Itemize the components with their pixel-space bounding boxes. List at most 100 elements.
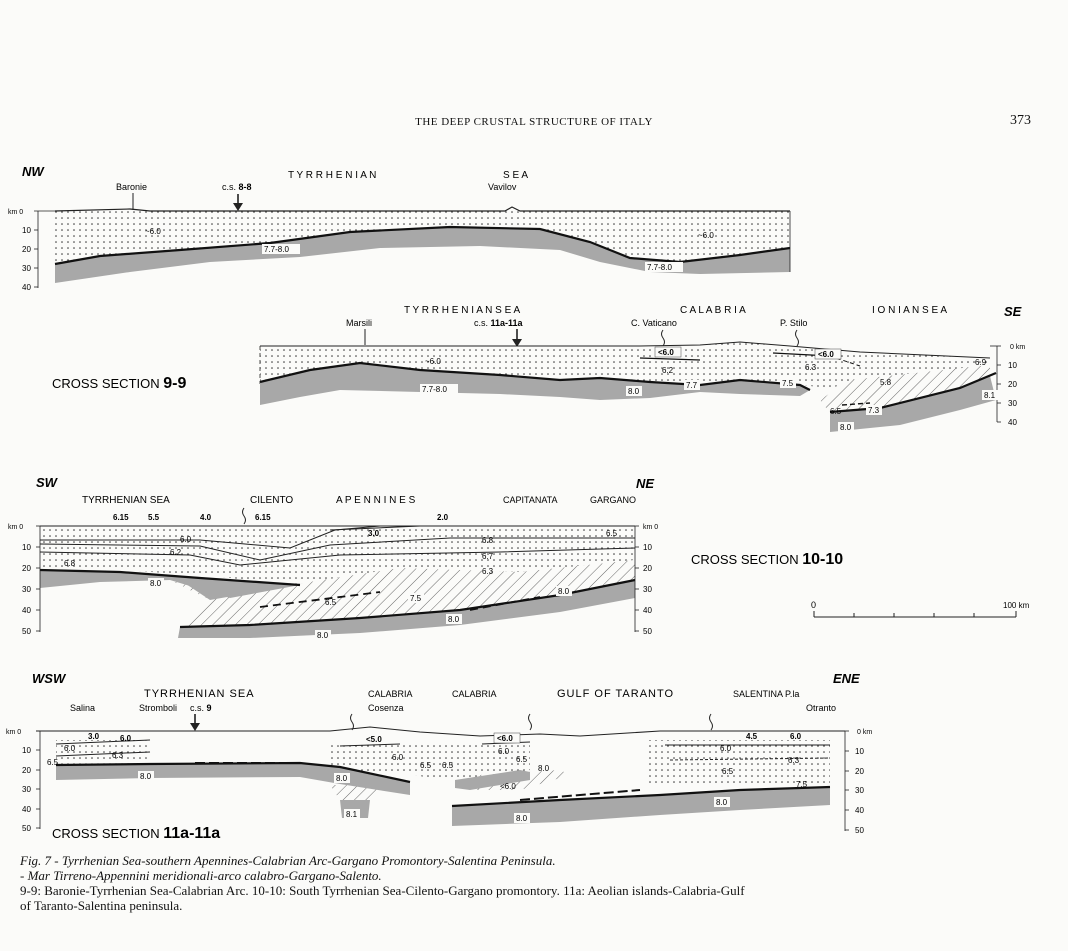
depth-tick: 10 <box>1008 361 1017 370</box>
caption-line: 9-9: Baronie-Tyrrhenian Sea-Calabrian Ar… <box>20 883 745 898</box>
velocity-label: 7.3 <box>868 406 880 415</box>
velocity-label: 6.5 <box>830 407 842 416</box>
velocity-label: 6.5 <box>325 598 337 607</box>
depth-tick: km 0 <box>643 524 658 531</box>
depth-tick: 50 <box>643 627 652 636</box>
running-header: THE DEEP CRUSTAL STRUCTURE OF ITALY <box>415 116 653 128</box>
depth-tick: 10 <box>855 747 864 756</box>
velocity-label: 7.7-8.0 <box>422 385 447 394</box>
velocity-label: 6.0 <box>120 734 132 743</box>
direction-nw: NW <box>22 164 45 179</box>
cross-section-10: SW NE TYRRHENIAN SEA CILENTO A P E N N I… <box>8 475 843 640</box>
arrow-icon <box>233 203 243 211</box>
velocity-label: ~6.0 <box>698 231 714 240</box>
depth-tick: 40 <box>22 606 31 615</box>
direction-se: SE <box>1004 304 1022 319</box>
depth-tick: 20 <box>22 245 31 254</box>
figure-caption: Fig. 7 - Tyrrhenian Sea-southern Apennin… <box>20 853 1060 913</box>
depth-tick: 30 <box>855 786 864 795</box>
crustal-cross-sections-figure: NW T Y R R H E N I A N S E A Baronie c.s… <box>6 164 1030 842</box>
marsili-label: Marsili <box>346 318 372 328</box>
depth-tick: 50 <box>855 826 864 835</box>
caption-line: - Mar Tirreno-Appennini meridionali-arco… <box>20 868 382 883</box>
scale-bar: 0 100 km <box>811 600 1030 618</box>
velocity-label: 6.0 <box>64 744 76 753</box>
depth-tick: 50 <box>22 627 31 636</box>
caption-line: of Taranto-Salentina peninsula. <box>20 898 183 913</box>
depth-tick: 40 <box>1008 418 1017 427</box>
velocity-label: 8.1 <box>346 810 358 819</box>
velocity-label: 6.7 <box>482 552 494 561</box>
capitanata-label: CAPITANATA <box>503 495 558 505</box>
direction-sw: SW <box>36 475 59 490</box>
depth-tick: 20 <box>643 564 652 573</box>
velocity-label: 2.0 <box>437 513 449 522</box>
depth-tick: 20 <box>22 766 31 775</box>
velocity-label: 7.7-8.0 <box>647 263 672 272</box>
depth-tick: 20 <box>22 564 31 573</box>
scale-end: 100 km <box>1003 601 1030 610</box>
scale-start: 0 <box>811 600 816 610</box>
stromboli-label: Stromboli <box>139 703 177 713</box>
velocity-label: 7.5 <box>782 379 794 388</box>
velocity-label: 6.3 <box>482 567 494 576</box>
cross-section-9-label: CROSS SECTION 9-9 <box>52 375 186 392</box>
velocity-label: 8.0 <box>840 423 852 432</box>
direction-ene: ENE <box>833 671 860 686</box>
velocity-label: 6.0 <box>720 744 732 753</box>
direction-ne: NE <box>636 476 654 491</box>
velocity-label: 8.0 <box>716 798 728 807</box>
depth-tick: km 0 <box>8 524 23 531</box>
cross-section-11a: WSW ENE TYRRHENIAN SEA Salina Stromboli … <box>6 671 872 842</box>
baronie-label: Baronie <box>116 182 147 192</box>
cross-section-9-upper: NW T Y R R H E N I A N S E A Baronie c.s… <box>8 164 791 292</box>
tyrrhenian-sea-label: TYRRHENIAN SEA <box>82 495 170 506</box>
velocity-label: 6.5 <box>47 758 59 767</box>
depth-tick: 20 <box>1008 380 1017 389</box>
velocity-label: <6.0 <box>658 348 674 357</box>
velocity-label: 8.0 <box>558 587 570 596</box>
cross-section-10-label: CROSS SECTION 10-10 <box>691 551 843 568</box>
velocity-label: 4.5 <box>746 732 758 741</box>
velocity-label: 6.15 <box>255 513 271 522</box>
depth-tick: 10 <box>22 226 31 235</box>
calabria-label: C A L A B R I A <box>680 305 746 316</box>
velocity-label: 8.0 <box>516 814 528 823</box>
vavilov-label: Vavilov <box>488 182 517 192</box>
velocity-label: 7.7 <box>686 381 698 390</box>
depth-tick: 10 <box>22 746 31 755</box>
tyrrhenian-sea-label: T Y R R H E N I A N S E A <box>404 305 520 316</box>
velocity-label: 8.0 <box>150 579 162 588</box>
depth-tick: 50 <box>22 824 31 833</box>
velocity-label: 3.0 <box>368 529 380 538</box>
velocity-label: 3.0 <box>88 732 100 741</box>
direction-wsw: WSW <box>32 671 67 686</box>
velocity-label: 6.0 <box>498 747 510 756</box>
velocity-label: 5.5 <box>148 513 160 522</box>
apennines-label: A P E N N I N E S <box>336 495 416 506</box>
cs-ref-11a: c.s. 11a-11a <box>474 318 524 328</box>
velocity-label: ~6.0 <box>145 227 161 236</box>
velocity-label: 4.0 <box>200 513 212 522</box>
depth-tick: 30 <box>22 785 31 794</box>
velocity-label: 7.7-8.0 <box>264 245 289 254</box>
velocity-label: 8.0 <box>448 615 460 624</box>
ionian-sea-label: I O N I A N S E A <box>872 305 947 316</box>
velocity-label: 6.5 <box>420 761 432 770</box>
velocity-label: 6.9 <box>975 358 987 367</box>
velocity-label: 6.5 <box>516 755 528 764</box>
velocity-label: 6.0 <box>790 732 802 741</box>
depth-tick: 40 <box>643 606 652 615</box>
velocity-label: 8.0 <box>317 631 329 640</box>
caption-line: Fig. 7 - Tyrrhenian Sea-southern Apennin… <box>20 853 556 868</box>
velocity-label: 6.5 <box>722 767 734 776</box>
cross-section-11a-label: CROSS SECTION 11a-11a <box>52 825 220 842</box>
velocity-label: 6.5 <box>606 529 618 538</box>
depth-tick: 40 <box>22 805 31 814</box>
velocity-label: 7.5 <box>410 594 422 603</box>
velocity-label: 6.3 <box>805 363 817 372</box>
salentina-label: SALENTINA P.la <box>733 689 799 699</box>
velocity-label: 8.1 <box>984 391 996 400</box>
arrow-icon <box>190 723 200 731</box>
page-number: 373 <box>1010 113 1031 128</box>
